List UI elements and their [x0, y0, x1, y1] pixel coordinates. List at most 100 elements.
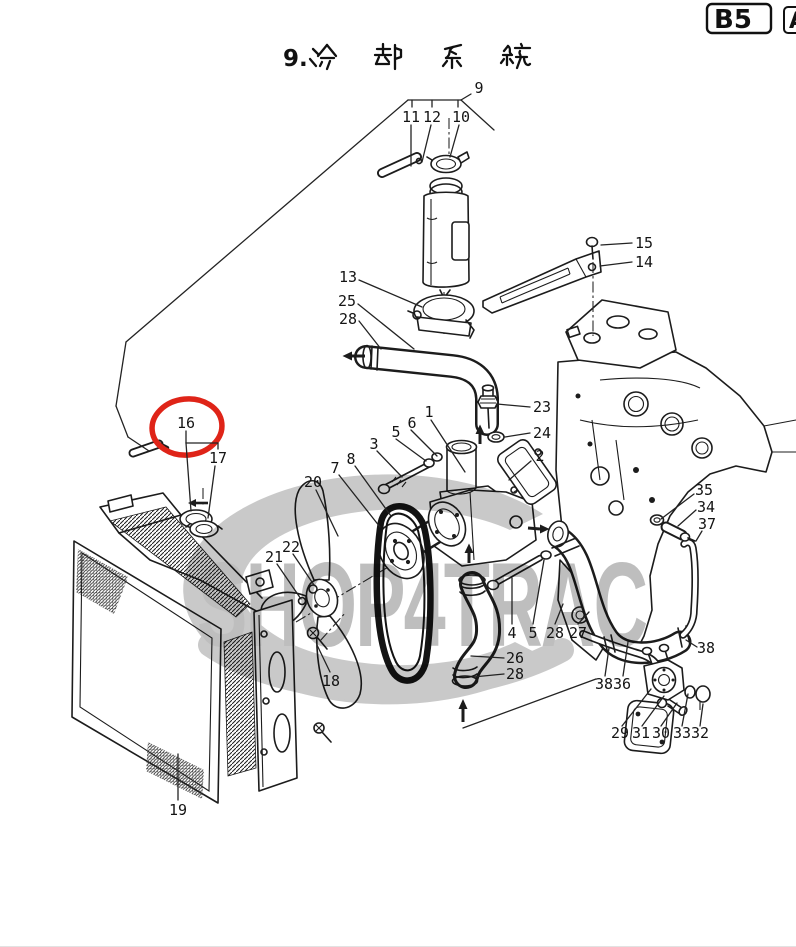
leader-line	[207, 465, 216, 519]
flow-arrow-up-top	[464, 543, 474, 563]
part-number: 6	[407, 414, 416, 432]
callout-19: 19	[169, 753, 187, 819]
cap-arrow-left	[188, 499, 208, 507]
watermark: SHOP4TRAC	[183, 474, 648, 705]
drain-cap	[695, 685, 711, 703]
callout-28: 28	[472, 665, 524, 683]
callout-38: 38	[685, 639, 715, 657]
callout-16: 16	[177, 414, 219, 512]
flow-arrow-left	[342, 351, 365, 361]
part-number: 5	[391, 423, 400, 441]
watermark-swoosh	[183, 474, 550, 705]
part-number: 36	[613, 675, 631, 693]
bolt-washer	[540, 550, 552, 560]
callout-21: 21	[265, 548, 302, 600]
leader-line	[599, 261, 633, 267]
callout-38: 38	[462, 647, 613, 729]
tank-clamp	[407, 294, 475, 339]
part-number: 23	[533, 398, 551, 416]
leader-line	[354, 465, 392, 517]
title-kanji-kyaku	[373, 42, 403, 71]
switch-washer	[487, 431, 505, 443]
part-number: 13	[339, 268, 357, 286]
leader-line	[127, 436, 150, 452]
callout-29: 29	[611, 688, 652, 742]
callout-36: 36	[613, 641, 631, 693]
leader-line	[496, 403, 531, 408]
drain-o-ring	[684, 685, 696, 699]
callout-31: 31	[632, 695, 665, 742]
leader-line	[699, 703, 704, 727]
callout-13: 13	[339, 268, 423, 308]
leader-line	[641, 695, 665, 727]
callout-20: 20	[304, 473, 339, 537]
part-number: 10	[452, 108, 470, 126]
leader-line	[430, 419, 466, 473]
part-number: 28	[506, 665, 524, 683]
callout-5: 5	[528, 559, 545, 642]
part-number: 28	[339, 310, 357, 328]
temp-sender	[649, 514, 696, 542]
gasket-arrow-right	[527, 524, 550, 534]
leader-line	[421, 124, 432, 163]
part-number: 2	[535, 447, 544, 465]
tank-cap	[430, 154, 462, 174]
lower-engine-hose	[547, 520, 692, 665]
leader-line	[460, 93, 472, 101]
leader-line	[685, 639, 698, 648]
sender-ring	[649, 514, 665, 526]
leader-line	[508, 460, 532, 481]
watermark-swoosh-tail	[198, 633, 574, 702]
radiator-screen	[71, 540, 222, 804]
part-number: 37	[698, 515, 716, 533]
leader-line	[681, 693, 689, 727]
watermark-text: SHOP4TRAC	[197, 538, 646, 672]
callout-28: 28	[546, 603, 564, 642]
callout-7: 7	[330, 459, 381, 528]
part-number: 7	[330, 459, 339, 477]
hose-clamp-28	[551, 537, 580, 557]
leader-line	[677, 509, 697, 527]
callout-9: 9	[115, 79, 495, 452]
callout-18: 18	[316, 644, 340, 690]
leader-line	[395, 438, 427, 462]
callout-30: 30	[652, 702, 678, 742]
callout-28: 28	[339, 310, 382, 350]
callout-35: 35	[660, 481, 713, 520]
callout-25: 25	[338, 292, 415, 350]
part-number: 18	[322, 672, 340, 690]
part-number: 24	[533, 424, 551, 442]
shroud-screw	[306, 611, 347, 650]
title-number: 9.	[283, 46, 308, 72]
leader-line	[185, 442, 192, 512]
callout-27: 27	[569, 611, 590, 642]
hose-clamp-28	[459, 583, 486, 597]
flow-arrow-up	[475, 424, 485, 444]
frame-screw	[313, 722, 332, 743]
part-number: 31	[632, 724, 650, 742]
callout-2: 2	[508, 447, 545, 481]
part-number: 29	[611, 724, 629, 742]
leader-line	[604, 647, 610, 677]
leader-line	[358, 320, 382, 350]
page-code-badge-partial: A	[783, 6, 796, 34]
radiator-mount-bracket	[245, 569, 274, 595]
part-number: 1	[424, 403, 433, 421]
leader-line	[621, 688, 652, 727]
water-temp-switch	[477, 384, 499, 429]
gasket	[496, 439, 558, 505]
callout-8: 8	[346, 450, 392, 517]
part-number: 11	[402, 108, 420, 126]
callout-26: 26	[470, 649, 524, 667]
part-number: 33	[673, 724, 691, 742]
part-number: 21	[265, 548, 283, 566]
callout-17: 17	[207, 449, 227, 519]
page-title: 9.	[283, 42, 532, 72]
part-number: 35	[695, 481, 713, 499]
callout-3: 3	[369, 435, 403, 478]
part-number: 25	[338, 292, 356, 310]
leader-line	[338, 474, 381, 528]
part-number: 26	[506, 649, 524, 667]
part-number: 12	[423, 108, 441, 126]
